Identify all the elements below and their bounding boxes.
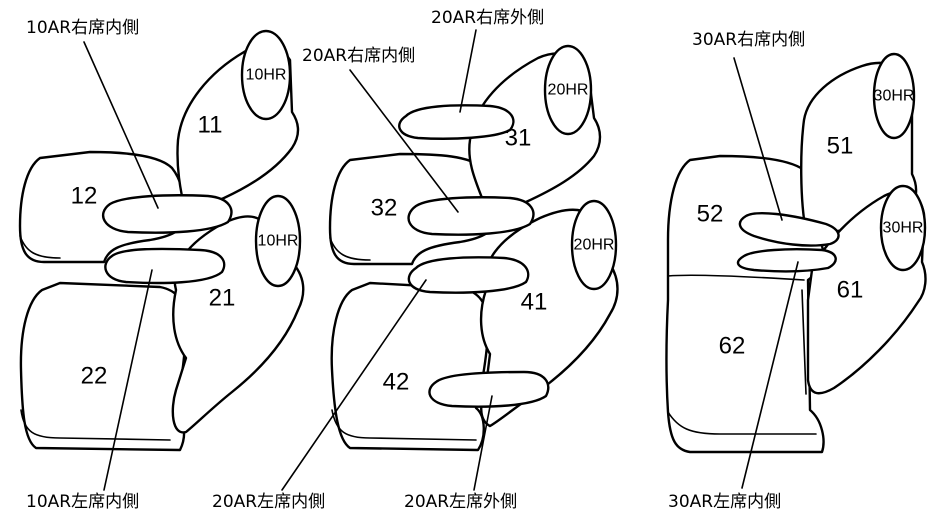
armrest-20AR-right-inner [407, 196, 535, 236]
callout-20AR-right-inner: 20AR右席内側 [302, 46, 415, 66]
seat-number-32: 32 [371, 195, 398, 222]
seat-number-51: 51 [827, 133, 854, 160]
seat-body-52-62 [665, 154, 825, 454]
seat-number-12: 12 [71, 183, 98, 210]
armrest-20AR-left-outer [428, 370, 550, 408]
headrest-10HR-upper [240, 29, 292, 121]
headrest-label-lower: 30HR [883, 220, 924, 237]
seat-number-42: 42 [383, 369, 410, 396]
headrest-label-upper: 10HR [246, 67, 287, 84]
headrest-20HR-upper [543, 44, 593, 136]
headrest-label-lower: 10HR [258, 233, 299, 250]
headrest-20HR-lower [570, 199, 618, 291]
armrest-20AR-left-inner [407, 256, 530, 294]
callout-10AR-left-inner: 10AR左席内側 [26, 492, 139, 512]
seat-number-21: 21 [209, 285, 236, 312]
armrest-30AR-right-inner [738, 211, 840, 247]
seat-number-31: 31 [505, 125, 532, 152]
seat-number-41: 41 [521, 289, 548, 316]
headrest-label-lower: 20HR [574, 237, 615, 254]
headrest-30HR-lower [879, 184, 927, 272]
seat-number-52: 52 [697, 201, 724, 228]
headrest-10HR-lower [254, 194, 302, 288]
headrest-label-upper: 30HR [874, 88, 915, 105]
callout-30AR-right-inner: 30AR右席内側 [692, 30, 805, 50]
seat-number-61: 61 [837, 277, 864, 304]
armrest-10AR-left-inner [104, 247, 226, 285]
callout-10AR-right-inner: 10AR右席内側 [26, 18, 139, 38]
callout-30AR-left-inner: 30AR左席内側 [668, 492, 781, 512]
armrest-10AR-right-inner [102, 194, 233, 234]
armrest-20AR-right-outer [398, 104, 515, 140]
seat-group-1: 11 12 21 22 10HR 10HR 10AR右席内側 10AR左席内側 [18, 18, 305, 512]
armrest-30AR-left-inner [736, 248, 837, 273]
seat-number-11: 11 [198, 112, 223, 139]
seat-number-62: 62 [719, 333, 746, 360]
seat-group-3: 51 52 61 62 30HR 30HR 30AR右席内側 30AR左席内側 [665, 30, 927, 512]
callout-20AR-right-outer: 20AR右席外側 [431, 8, 544, 28]
callout-20AR-left-inner: 20AR左席内側 [212, 492, 325, 512]
headrest-label-upper: 20HR [548, 82, 589, 99]
seat-cushion-42 [330, 281, 490, 452]
headrest-30HR-upper [872, 52, 916, 140]
seat-number-22: 22 [81, 363, 108, 390]
seat-group-2: 31 32 41 42 20HR 20HR 20AR右席外側 20AR右席内側 … [212, 8, 619, 512]
callout-20AR-left-outer: 20AR左席外側 [404, 492, 517, 512]
